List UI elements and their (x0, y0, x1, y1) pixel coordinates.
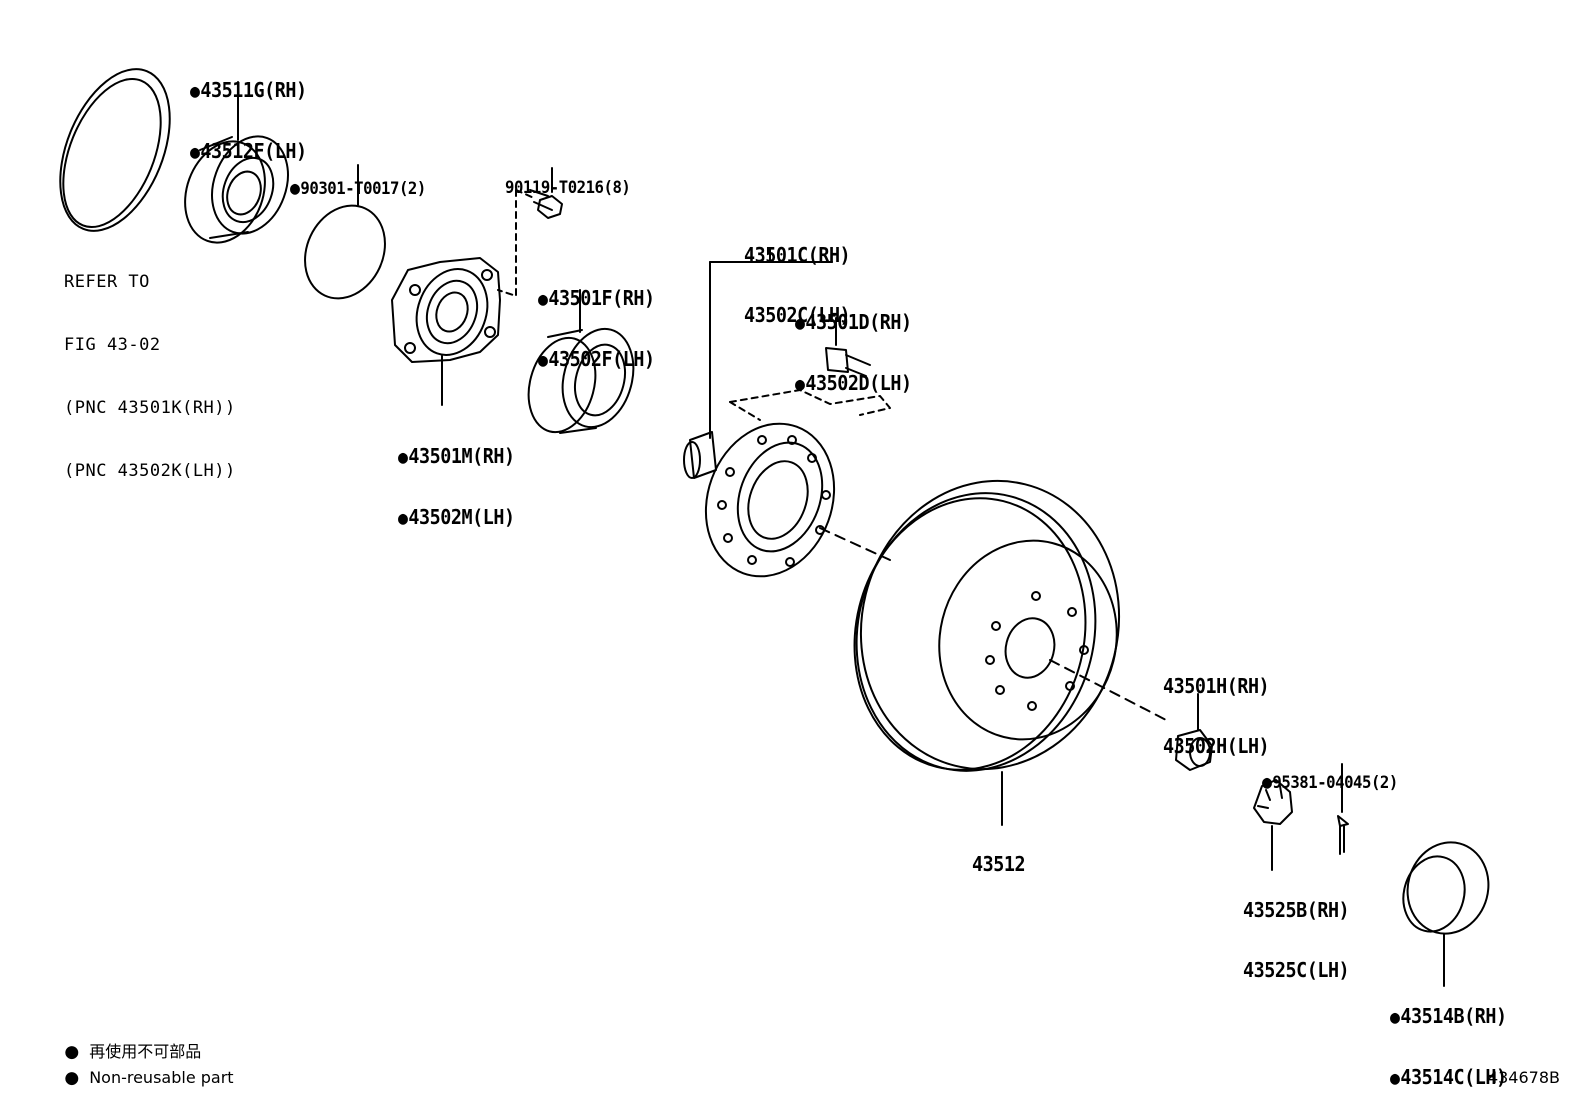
legend-bullet: ● (64, 1042, 80, 1062)
disc-rotor-drawing (819, 479, 1171, 826)
label-nut-lock-cap: 43525B(RH) 43525C(LH) (1243, 860, 1350, 1020)
label-bolt-line-1: 90119-T0216(8) (505, 178, 631, 198)
label-ref-note-line-3: (PNC 43501K(RH)) (64, 398, 236, 418)
label-o-ring-line-1: 90301-T0017(2) (290, 180, 426, 198)
label-knuckle: 43501M(RH) 43502M(LH) (398, 406, 515, 568)
legend-jp-text: 再使用不可部品 (89, 1042, 202, 1061)
label-ref-note: REFER TO FIG 43-02 (PNC 43501K(RH)) (PNC… (64, 230, 236, 524)
label-oil-seal-line-2: 43512F(LH) (190, 141, 307, 162)
wheel-bearing-drawing (527, 289, 635, 434)
label-ref-note-line-1: REFER TO (64, 272, 150, 292)
legend-en-text: Non-reusable part (89, 1068, 234, 1087)
label-hub-nut-line-2: 43502H(LH) (1163, 734, 1270, 758)
label-hub-bolt: 43501D(RH) 43502D(LH) (795, 272, 912, 434)
label-oil-seal-line-1: 43511G(RH) (190, 80, 307, 101)
label-bearing-line-2: 43502F(LH) (538, 349, 655, 370)
label-cotter-pin-line-1: 95381-04045(2) (1262, 774, 1398, 792)
label-bolt: 90119-T0216(8) (505, 146, 631, 231)
label-ref-note-line-4: (PNC 43502K(LH)) (64, 461, 236, 481)
label-bearing-line-1: 43501F(RH) (538, 288, 655, 309)
label-nut-lock-cap-line-2: 43525C(LH) (1243, 958, 1350, 982)
label-grease-cap-line-1: 43514B(RH) (1390, 1006, 1507, 1027)
label-disc-rotor-line-1: 43512 (972, 852, 1026, 876)
label-nut-lock-cap-line-1: 43525B(RH) (1243, 898, 1350, 922)
bearing-housing-drawing (391, 257, 501, 406)
label-bearing: 43501F(RH) 43502F(LH) (538, 248, 655, 410)
label-ref-note-line-2: FIG 43-02 (64, 335, 161, 355)
label-hub-bolt-line-1: 43501D(RH) (795, 312, 912, 333)
label-o-ring: 90301-T0017(2) (290, 146, 426, 232)
axle-hub-drawing (683, 247, 891, 578)
label-disc-rotor: 43512 (972, 814, 1026, 914)
label-axle-hub-line-1: 43501C(RH) (744, 243, 851, 267)
legend-english: ● Non-reusable part (44, 1054, 234, 1099)
label-hub-nut-line-1: 43501H(RH) (1163, 674, 1270, 698)
oil-seal-ring-drawing (59, 68, 171, 232)
label-knuckle-line-2: 43502M(LH) (398, 507, 515, 528)
hub-nut-drawing (1175, 693, 1213, 771)
label-knuckle-line-1: 43501M(RH) (398, 446, 515, 467)
label-oil-seal: 43511G(RH) 43512F(LH) (190, 40, 307, 202)
label-grease-cap-line-2: 43514C(LH) (1390, 1067, 1507, 1088)
legend-bullet: ● (64, 1068, 80, 1088)
grease-cap-drawing (1402, 841, 1490, 987)
label-grease-cap: 43514B(RH) 43514C(LH) (1390, 966, 1507, 1099)
label-cotter-pin: 95381-04045(2) (1262, 740, 1398, 826)
figure-number: 434678B (1487, 1068, 1560, 1087)
legend-japanese: ● 再使用不可部品 (44, 1028, 201, 1077)
label-hub-bolt-line-2: 43502D(LH) (795, 373, 912, 394)
label-hub-nut: 43501H(RH) 43502H(LH) (1163, 636, 1270, 796)
bolt-drawing (497, 167, 563, 297)
